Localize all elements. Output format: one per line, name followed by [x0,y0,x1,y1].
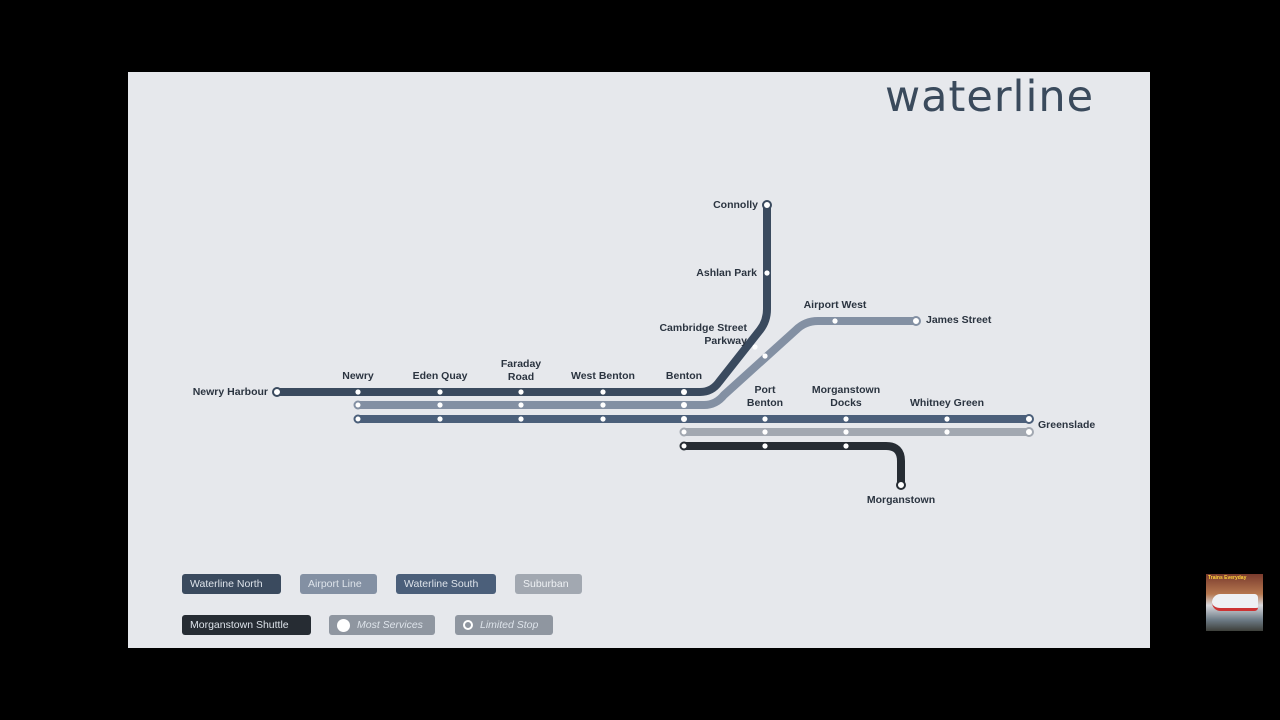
station-newry-harbour: Newry Harbour [192,386,268,398]
legend-label: Limited Stop [480,619,539,631]
waterline-logo: waterline [885,72,1095,122]
stop-dot [600,389,606,395]
legend-label: Most Services [357,619,423,631]
stop-dot [762,443,768,449]
legend-label: Morganstown Shuttle [190,619,289,631]
legend-label: Suburban [523,578,569,590]
stop-dot [437,389,443,395]
stop-dot [832,318,838,324]
thumbnail-text: Trains Everyday [1208,575,1247,581]
line-airport [354,317,920,409]
stop-dot [944,416,950,422]
terminus-james-street [911,316,921,326]
legend-airport-line: Airport Line [300,574,377,594]
stop-dot [762,416,768,422]
station-morganstown: Morganstown [866,494,936,506]
terminus-greenslade-south [1024,414,1034,424]
terminus-newry-airport [353,400,363,410]
station-james-street: James Street [926,314,992,326]
hollow-circle-icon [463,620,473,631]
station-airport-west: Airport West [803,299,867,311]
stop-dot [944,429,950,435]
terminus-greenslade-suburban [1024,427,1034,437]
legend-most-services: Most Services [329,615,435,635]
train-thumbnail-icon[interactable]: Trains Everyday [1206,574,1263,631]
station-ashlan-park: Ashlan Park [696,267,757,279]
line-waterline-north [273,201,771,396]
station-cambridge-street-parkway: Cambridge Street Parkway [659,322,747,347]
stop-dot [681,416,687,422]
terminus-newry-south [353,414,363,424]
stop-dot [518,402,524,408]
stop-dot [843,429,849,435]
station-benton: Benton [665,370,703,382]
terminus-morganstown [896,480,906,490]
stop-dot [355,389,361,395]
legend-label: Airport Line [308,578,362,590]
stop-dot [843,416,849,422]
legend-limited-stop: Limited Stop [455,615,553,635]
station-greenslade: Greenslade [1038,419,1096,431]
stop-dot [681,389,687,395]
stop-dot [518,416,524,422]
stop-dot [518,389,524,395]
terminus-benton-suburban [679,427,689,437]
station-faraday-road: Faraday Road [500,358,542,383]
station-whitney-green: Whitney Green [909,397,985,409]
train-icon [1212,594,1258,611]
stop-dot [764,270,770,276]
legend-label: Waterline South [404,578,479,590]
stop-dot [752,344,758,350]
stop-dot [762,353,768,359]
station-newry: Newry [342,370,374,382]
stop-dot [843,443,849,449]
filled-circle-icon [337,618,350,632]
line-morganstown-shuttle [680,442,905,489]
terminus-connolly [762,200,772,210]
legend-label: Waterline North [190,578,263,590]
station-connolly: Connolly [713,199,758,211]
terminus-newry-harbour [272,387,282,397]
stop-dot [681,402,687,408]
stop-dot [600,402,606,408]
legend-morganstown-shuttle: Morganstown Shuttle [182,615,311,635]
legend-waterline-north: Waterline North [182,574,281,594]
map-slide [128,72,1150,648]
station-eden-quay: Eden Quay [412,370,468,382]
stop-dot [437,416,443,422]
station-morganstown-docks: Morganstown Docks [811,384,881,409]
legend-suburban: Suburban [515,574,582,594]
station-port-benton: Port Benton [746,384,784,409]
station-west-benton: West Benton [571,370,635,382]
stop-dot [600,416,606,422]
legend-waterline-south: Waterline South [396,574,496,594]
stop-dot [762,429,768,435]
terminus-benton-shuttle [679,441,689,451]
stop-dot [437,402,443,408]
